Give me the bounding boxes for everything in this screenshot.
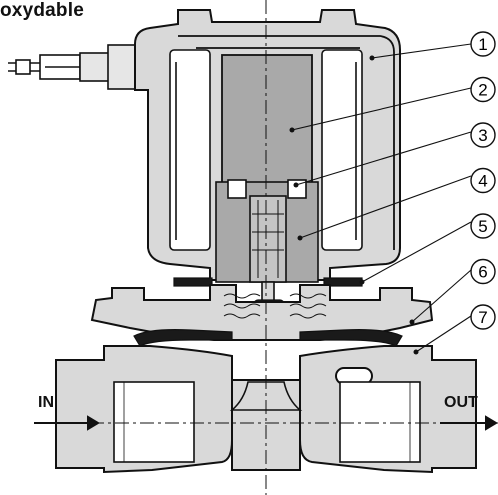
callout-number: 5 — [478, 217, 487, 236]
callout-5: 5 — [470, 213, 496, 239]
in-arrow — [34, 415, 100, 431]
callout-number: 7 — [478, 308, 487, 327]
diagram-title: oxydable — [0, 0, 84, 21]
plunger-assembly — [215, 179, 319, 333]
outlet-label: OUT — [444, 394, 478, 411]
fixed-core — [221, 54, 313, 186]
callout-number: 6 — [478, 263, 487, 282]
callout-6: 6 — [470, 258, 496, 285]
callout-number: 3 — [478, 126, 487, 145]
callout-circle — [470, 167, 496, 194]
callout-2: 2 — [470, 76, 496, 103]
leader-dots — [289, 55, 419, 355]
callout-circle — [470, 258, 496, 285]
yoke — [178, 35, 395, 250]
callout-circle — [470, 304, 496, 330]
coil-windings — [169, 49, 363, 251]
callout-1: 1 — [470, 31, 496, 57]
springs — [223, 293, 327, 319]
callout-number: 4 — [478, 172, 487, 191]
callout-number: 1 — [478, 35, 487, 54]
callout-3: 3 — [470, 122, 496, 148]
callout-7: 7 — [470, 304, 496, 330]
leader-lines — [291, 43, 472, 353]
callout-markers: 1 2 3 4 5 6 7 — [470, 31, 496, 330]
callout-circle — [470, 31, 496, 57]
inlet-label: IN — [38, 394, 54, 411]
callout-circle — [470, 122, 496, 148]
callout-circle — [470, 76, 496, 103]
ports — [113, 381, 421, 463]
callout-circle — [470, 213, 496, 239]
cable-connector — [8, 44, 137, 90]
out-arrow — [440, 415, 498, 431]
callout-4: 4 — [470, 167, 496, 194]
callout-number: 2 — [478, 81, 487, 100]
